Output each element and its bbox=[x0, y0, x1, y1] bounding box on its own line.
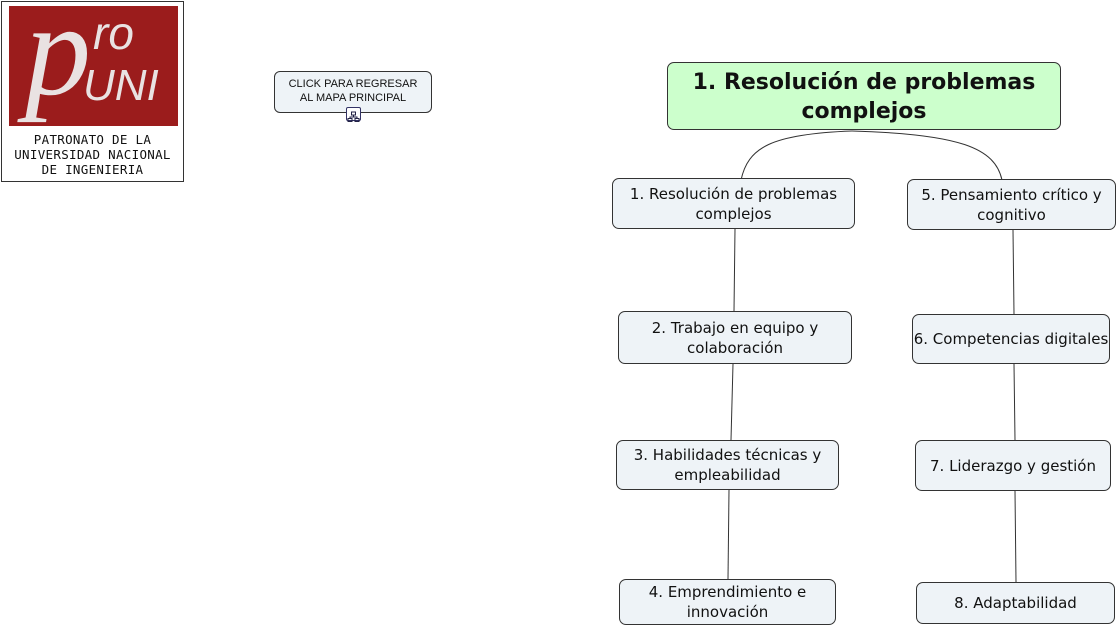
root-to-left-connector bbox=[740, 130, 853, 181]
topic-node-8[interactable]: 8. Adaptabilidad bbox=[916, 582, 1115, 624]
back-button-line-2: AL MAPA PRINCIPAL bbox=[299, 92, 407, 104]
logo-line-1: PATRONATO DE LA bbox=[33, 132, 152, 147]
left-connector-3-4 bbox=[727, 489, 730, 580]
left-connector-2-3 bbox=[730, 363, 734, 441]
topic-node-2-label: 2. Trabajo en equipo y colaboración bbox=[651, 318, 819, 357]
logo-institution-name: PATRONATO DE LA UNIVERSIDAD NACIONAL DE … bbox=[2, 132, 183, 177]
topic-node-6-label: 6. Competencias digitales bbox=[913, 330, 1109, 348]
right-connector-7-8 bbox=[1014, 490, 1017, 583]
topic-node-3[interactable]: 3. Habilidades técnicas y empleabilidad bbox=[616, 440, 839, 490]
left-connector-1-2 bbox=[733, 228, 736, 312]
right-connector-6-7 bbox=[1013, 363, 1016, 441]
topic-node-2[interactable]: 2. Trabajo en equipo y colaboración bbox=[618, 311, 852, 364]
logo-mark: p ro UNI bbox=[9, 6, 178, 126]
mindmap-root-topic[interactable]: 1. Resolución de problemas complejos bbox=[667, 62, 1061, 130]
logo-mark-uni: UNI bbox=[83, 61, 159, 110]
topic-node-1-label: 1. Resolución de problemas complejos bbox=[629, 184, 838, 223]
topic-node-8-label: 8. Adaptabilidad bbox=[954, 594, 1077, 612]
back-to-main-map-button[interactable]: CLICK PARA REGRESAR AL MAPA PRINCIPAL bbox=[274, 71, 432, 113]
logo-line-2: UNIVERSIDAD NACIONAL bbox=[14, 147, 171, 162]
topic-node-4[interactable]: 4. Emprendimiento e innovación bbox=[619, 579, 836, 625]
topic-node-3-label: 3. Habilidades técnicas y empleabilidad bbox=[633, 446, 822, 484]
topic-node-4-label: 4. Emprendimiento e innovación bbox=[648, 583, 807, 621]
map-link-icon[interactable] bbox=[346, 107, 361, 122]
back-button-line-1: CLICK PARA REGRESAR bbox=[288, 78, 418, 90]
topic-node-7-label: 7. Liderazgo y gestión bbox=[930, 456, 1096, 475]
topic-node-1[interactable]: 1. Resolución de problemas complejos bbox=[612, 178, 855, 229]
logo-mark-p: p bbox=[25, 6, 91, 123]
topic-node-6[interactable]: 6. Competencias digitales bbox=[912, 314, 1110, 364]
logo-mark-ro: ro bbox=[93, 7, 134, 59]
topic-node-5-label: 5. Pensamiento crítico y cognitivo bbox=[921, 185, 1102, 224]
right-connector-5-6 bbox=[1012, 229, 1015, 315]
topic-node-7[interactable]: 7. Liderazgo y gestión bbox=[915, 440, 1111, 491]
topic-node-5[interactable]: 5. Pensamiento crítico y cognitivo bbox=[907, 179, 1116, 230]
logo-line-3: DE INGENIERIA bbox=[41, 162, 144, 177]
prouni-logo: p ro UNI PATRONATO DE LA UNIVERSIDAD NAC… bbox=[1, 1, 184, 182]
root-to-right-connector bbox=[851, 130, 1003, 181]
